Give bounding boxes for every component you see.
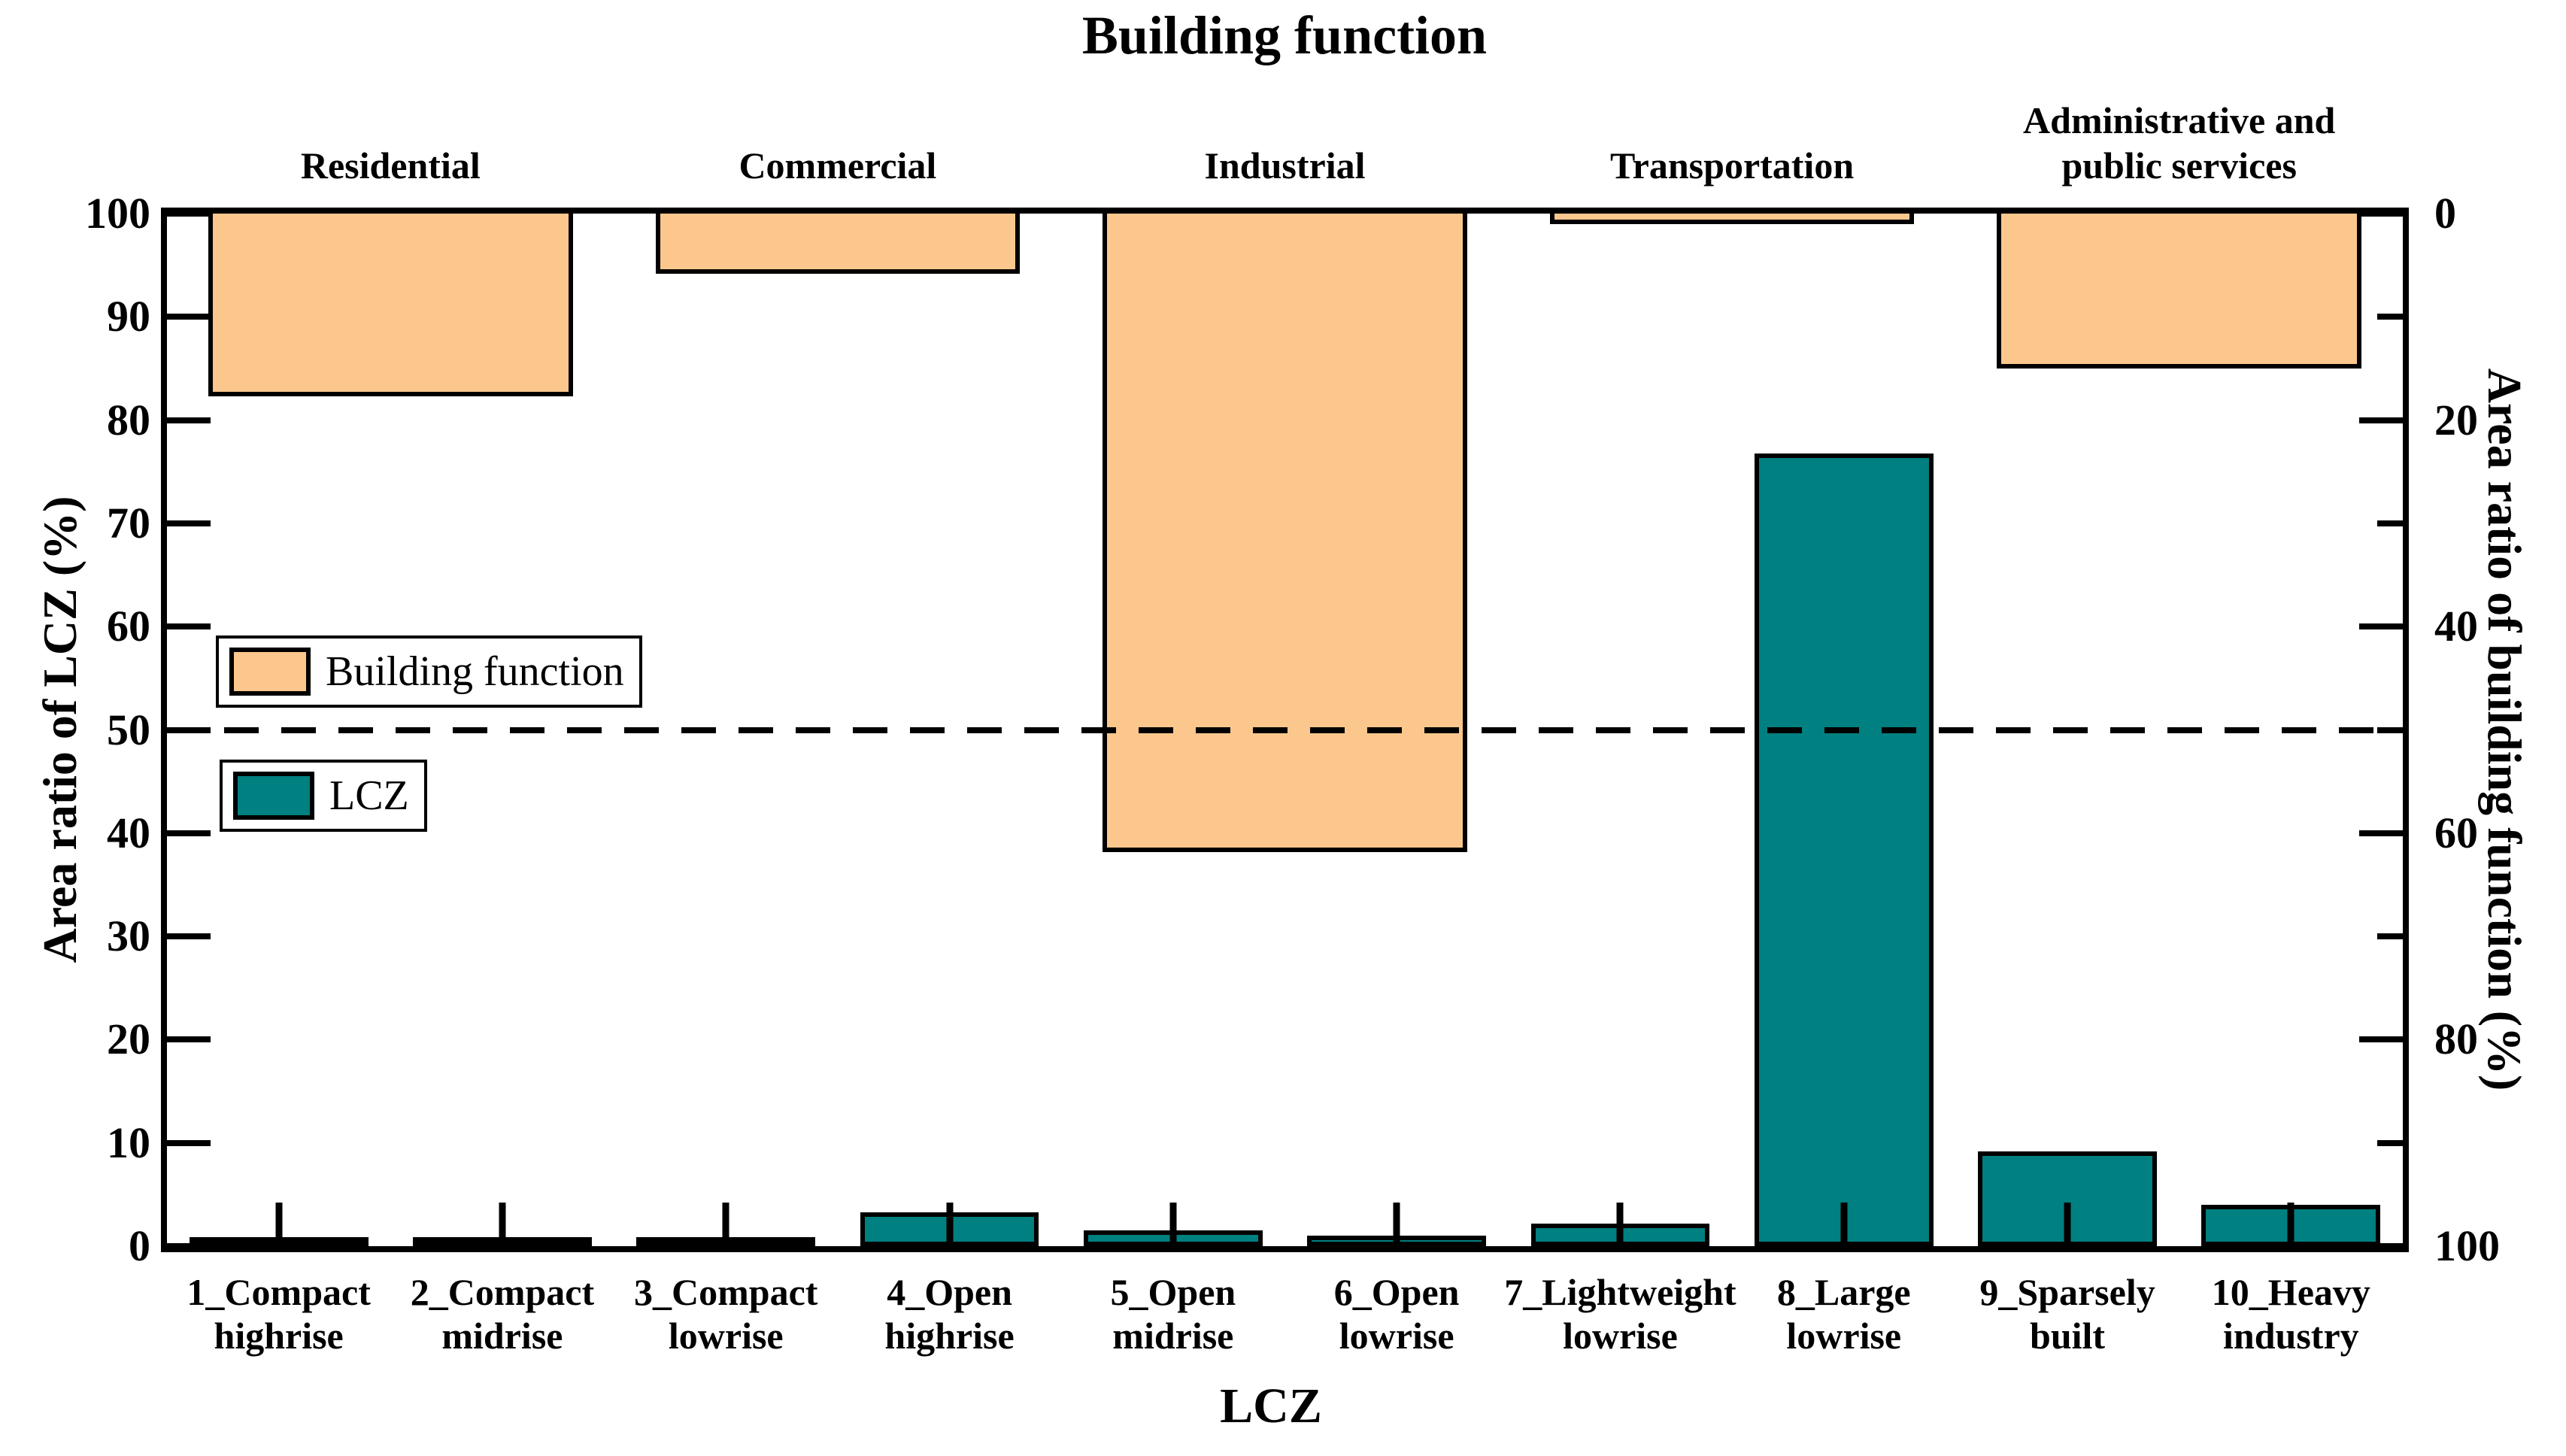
left-axis-tick-60 [167, 623, 211, 630]
right-axis-tick-80 [2359, 1036, 2403, 1043]
left-axis-tick-90 [167, 314, 211, 320]
left-axis-label-80: 80 [107, 395, 150, 444]
building-function-bar-3 [1103, 214, 1467, 852]
left-axis-label-0: 0 [129, 1221, 150, 1270]
right-axis-minor-tick-50 [2377, 726, 2403, 733]
left-axis-label-100: 100 [85, 189, 150, 238]
right-axis-minor-tick-10 [2377, 314, 2403, 320]
building-function-bar-1 [208, 214, 573, 397]
left-axis-label-30: 30 [107, 912, 150, 961]
group-label-2: Commercial [739, 144, 937, 187]
right-axis-label-60: 60 [2434, 808, 2478, 857]
chart-title: Building function [1081, 5, 1488, 65]
x-axis-tick-7 [1616, 1203, 1624, 1246]
plot-area [161, 208, 2409, 1252]
left-axis-label-40: 40 [107, 808, 150, 857]
x-axis-tick-8 [1840, 1203, 1848, 1246]
legend-building-function-label: Building function [326, 648, 624, 695]
left-axis-label-50: 50 [107, 705, 150, 754]
left-axis-tick-20 [167, 1036, 211, 1043]
legend-building-function: Building function [216, 635, 642, 708]
right-y-axis-title: Area ratio of building function (%) [2478, 368, 2531, 1091]
x-axis-tick-2 [499, 1203, 506, 1246]
right-axis-minor-tick-70 [2377, 933, 2403, 940]
right-axis-tick-60 [2359, 830, 2403, 836]
left-axis-tick-80 [167, 417, 211, 423]
lcz-bar-8 [1754, 453, 1934, 1246]
right-axis-tick-20 [2359, 417, 2403, 423]
right-axis-label-20: 20 [2434, 395, 2478, 444]
x-axis-tick-5 [1169, 1203, 1177, 1246]
left-axis-label-20: 20 [107, 1015, 150, 1064]
building-function-bar-2 [655, 214, 1021, 274]
building-function-bar-5 [1997, 214, 2361, 369]
group-label-1: Residential [300, 144, 481, 187]
legend-lcz-label: LCZ [329, 772, 409, 819]
right-axis-tick-0 [2359, 211, 2403, 217]
x-axis-tick-1 [275, 1203, 283, 1246]
x-axis-title: LCZ [1220, 1379, 1322, 1433]
left-axis-tick-50 [167, 726, 211, 733]
x-axis-tick-4 [946, 1203, 954, 1246]
left-axis-tick-0 [167, 1243, 211, 1249]
right-axis-minor-tick-30 [2377, 520, 2403, 526]
building-function-bar-4 [1549, 214, 1915, 224]
x-axis-tick-3 [722, 1203, 729, 1246]
left-axis-tick-10 [167, 1139, 211, 1146]
left-axis-label-10: 10 [107, 1118, 150, 1167]
group-label-3: Industrial [1204, 144, 1366, 187]
left-axis-tick-40 [167, 830, 211, 836]
left-axis-tick-30 [167, 933, 211, 940]
group-label-4: Transportation [1610, 144, 1855, 187]
right-axis-label-0: 0 [2434, 189, 2456, 238]
x-axis-tick-10 [2287, 1203, 2295, 1246]
right-axis-label-100: 100 [2434, 1221, 2500, 1270]
legend-lcz: LCZ [220, 760, 427, 832]
left-axis-label-60: 60 [107, 602, 150, 651]
right-axis-tick-40 [2359, 623, 2403, 630]
left-axis-label-70: 70 [107, 498, 150, 548]
right-axis-tick-100 [2359, 1243, 2403, 1249]
right-axis-label-80: 80 [2434, 1015, 2478, 1064]
left-axis-tick-70 [167, 520, 211, 526]
left-axis-label-90: 90 [107, 292, 150, 341]
reference-line-50pct [167, 726, 2403, 733]
right-axis-minor-tick-90 [2377, 1139, 2403, 1146]
left-axis-tick-100 [167, 211, 211, 217]
building-function-swatch [229, 648, 311, 696]
right-axis-label-40: 40 [2434, 602, 2478, 651]
plot-inner [167, 211, 2403, 1249]
lcz-swatch [233, 772, 314, 820]
x-axis-tick-9 [2064, 1203, 2071, 1246]
x-axis-tick-6 [1393, 1203, 1400, 1246]
